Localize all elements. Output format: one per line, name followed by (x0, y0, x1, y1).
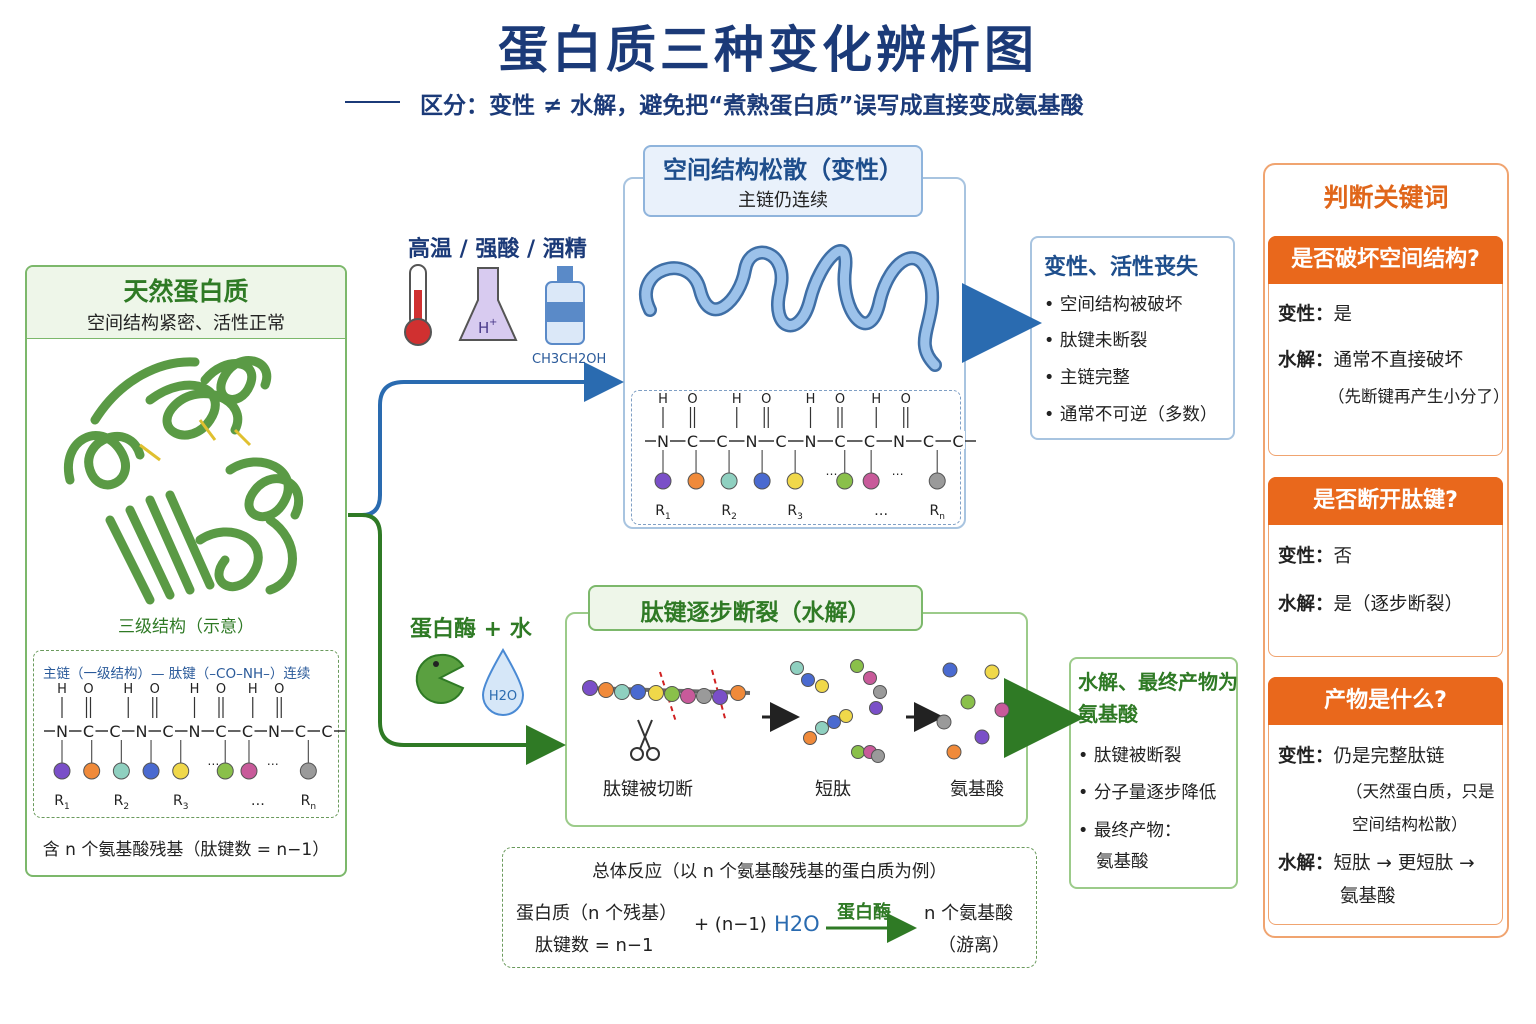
hydrolysis-header (588, 585, 923, 631)
keyword-note: （天然蛋白质，只是 (1346, 782, 1495, 801)
denaturation-bullet: • 主链完整 (1044, 368, 1130, 388)
hydrolysis-bullet: • 肽键被断裂 (1078, 746, 1182, 766)
ethanol-formula: CH3CH2OH (532, 352, 607, 367)
step-label-cut: 肽键被切断 (603, 779, 693, 800)
overall-reaction-title: 总体反应（以 n 个氨基酸残基的蛋白质为例） (592, 862, 947, 882)
reactant-bond-count: 肽键数 = n−1 (535, 935, 654, 956)
hydrolysis-title: 肽键逐步断裂（水解） (640, 600, 871, 626)
svg-text:H: H (478, 319, 489, 337)
hydrolysis-conditions: 蛋白酶 + 水 (410, 617, 532, 642)
denaturation-bullet: • 通常不可逆（多数） (1044, 405, 1218, 425)
denaturation-bullet: • 肽键未断裂 (1044, 331, 1148, 351)
keyword-answer-hydrolysis-cont: 氨基酸 (1340, 886, 1396, 907)
denaturation-bullet: • 空间结构被破坏 (1044, 295, 1183, 315)
thermometer-icon (404, 264, 432, 346)
keyword-answer-denaturation: 变性：仍是完整肽链 (1278, 746, 1445, 767)
denaturation-conditions: 高温 / 强酸 / 酒精 (408, 237, 587, 262)
keyword-answer-denaturation: 变性：是 (1278, 304, 1353, 325)
keyword-note: 空间结构松散） (1352, 815, 1468, 834)
overall-reaction-box (502, 847, 1037, 968)
hydrolysis-bullet: • 分子量逐步降低 (1078, 783, 1217, 803)
denaturation-title: 空间结构松散（变性） (663, 156, 903, 184)
hydrolysis-result-box (1069, 657, 1238, 889)
keyword-question-structure: 是否破坏空间结构? (1268, 236, 1503, 284)
enzyme-label: 蛋白酶 (837, 902, 891, 923)
denaturation-branch-arrow (348, 362, 624, 517)
native-protein-title: 天然蛋白质 (123, 277, 249, 306)
flask-acid-icon: H + (458, 267, 518, 341)
hydrolysis-bullet: • 最终产物： (1078, 821, 1182, 841)
keyword-question-bond: 是否断开肽键? (1268, 477, 1503, 525)
step-label-amino-acid: 氨基酸 (950, 779, 1004, 800)
native-protein-header (27, 267, 345, 339)
hydrolysis-result-title: 水解、最终产物为氨基酸 (1078, 670, 1238, 726)
ethanol-bottle-icon (545, 266, 585, 345)
reactant-protein: 蛋白质（n 个残基） (516, 903, 678, 924)
page-title: 蛋白质三种变化辨析图 (498, 21, 1038, 79)
water-drop-icon (481, 647, 525, 716)
reactant-water-count: + (n−1) (694, 914, 767, 935)
primary-chain-box (33, 650, 339, 818)
residue-count-text: 含 n 个氨基酸残基（肽键数 = n−1） (42, 840, 330, 860)
page-subtitle: 区分：变性 ≠ 水解，避免把“煮熟蛋白质”误写成直接变成氨基酸 (420, 93, 1084, 119)
denaturation-subtitle: 主链仍连续 (738, 190, 828, 211)
tertiary-structure-label: 三级结构（示意） (118, 617, 254, 637)
step-label-short-peptide: 短肽 (815, 779, 851, 800)
product-free: （游离） (938, 935, 1010, 956)
denatured-chain-box (631, 390, 961, 525)
primary-chain-label: 主链（一级结构）— 肽键（–CO–NH–）连续 (43, 666, 311, 682)
native-protein-subtitle: 空间结构紧密、活性正常 (87, 313, 285, 334)
keyword-answer-denaturation: 变性：否 (1278, 546, 1353, 567)
svg-text:+: + (489, 317, 497, 328)
enzyme-icon (415, 653, 465, 704)
reactant-water: H2O (774, 912, 820, 936)
product-amino-acids: n 个氨基酸 (924, 903, 1014, 924)
keyword-answer-hydrolysis: 水解：短肽 → 更短肽 → (1278, 853, 1475, 874)
water-symbol: H2O (489, 689, 517, 704)
keyword-question-product: 产物是什么? (1268, 677, 1503, 725)
keyword-answer-hydrolysis: 水解：通常不直接破坏 (1278, 350, 1464, 371)
subtitle-dash (345, 101, 400, 103)
keyword-panel-title: 判断关键词 (1323, 183, 1449, 212)
keyword-note: （先断键再产生小分了） (1328, 387, 1510, 406)
hydrolysis-bullet-extra: 氨基酸 (1096, 852, 1149, 872)
denaturation-result-title: 变性、活性丧失 (1044, 255, 1199, 280)
denaturation-header (643, 145, 923, 217)
keyword-answer-hydrolysis: 水解：是（逐步断裂） (1278, 594, 1464, 615)
